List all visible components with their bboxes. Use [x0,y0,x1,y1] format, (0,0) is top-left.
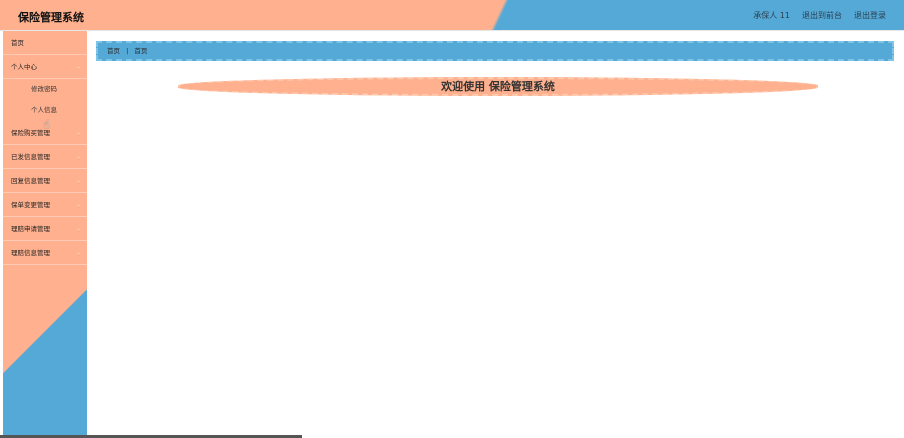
welcome-banner: 欢迎使用 保险管理系统 [178,77,818,96]
app-title: 保险管理系统 [18,11,84,24]
sidebar-item-personal-center[interactable]: 个人中心 ⌄ [3,55,87,79]
sidebar-item-label: 已发信息管理 [11,153,50,161]
breadcrumb-root[interactable]: 首页 [107,47,120,55]
sidebar-item-claim-info[interactable]: 理赔信息管理 ⌄ [3,241,87,265]
sidebar-subitem-change-password[interactable]: 修改密码 [31,85,57,93]
breadcrumb-separator: | [126,47,129,55]
sidebar-item-reply-messages[interactable]: 回复信息管理 ⌄ [3,169,87,193]
chevron-down-icon: ⌄ [75,129,81,136]
sidebar-item-label: 个人中心 [11,63,37,71]
chevron-down-icon: ⌄ [75,201,81,208]
sidebar-item-claim-application[interactable]: 理赔申请管理 ⌄ [3,217,87,241]
sidebar-item-label: 保单变更管理 [11,201,50,209]
chevron-down-icon: ⌄ [75,63,81,70]
chevron-down-icon: ⌄ [75,225,81,232]
chevron-down-icon: ⌄ [75,153,81,160]
breadcrumb-current: 首页 [134,47,148,55]
scrollbar[interactable] [0,435,302,438]
sidebar: 首页 个人中心 ⌄ 修改密码 个人信息 保险购买管理 ⌄ 已发信息管理 ⌄ 回复… [3,31,87,435]
chevron-down-icon: ⌄ [75,177,81,184]
hand-cursor-icon: ☝ [43,118,50,131]
top-header: 保险管理系统 承保人 11 退出到前台 退出登录 [0,0,904,31]
sidebar-item-label: 理赔信息管理 [11,249,50,257]
back-to-front-link[interactable]: 退出到前台 [802,11,842,20]
sidebar-item-label: 首页 [11,39,24,47]
breadcrumb: 首页 | 首页 [96,41,894,61]
sidebar-item-label: 保险购买管理 [11,129,50,137]
header-user-actions: 承保人 11 退出到前台 退出登录 [753,10,886,21]
sidebar-item-insurance-purchase[interactable]: 保险购买管理 ⌄ [3,121,87,145]
sidebar-item-home[interactable]: 首页 [3,31,87,55]
sidebar-item-sent-messages[interactable]: 已发信息管理 ⌄ [3,145,87,169]
sidebar-item-label: 回复信息管理 [11,177,50,185]
sidebar-item-policy-change[interactable]: 保单变更管理 ⌄ [3,193,87,217]
sidebar-item-label: 理赔申请管理 [11,225,50,233]
user-label: 承保人 11 [753,11,790,20]
chevron-down-icon: ⌄ [75,249,81,256]
logout-link[interactable]: 退出登录 [854,11,886,20]
sidebar-subitem-personal-info[interactable]: 个人信息 [31,106,57,114]
